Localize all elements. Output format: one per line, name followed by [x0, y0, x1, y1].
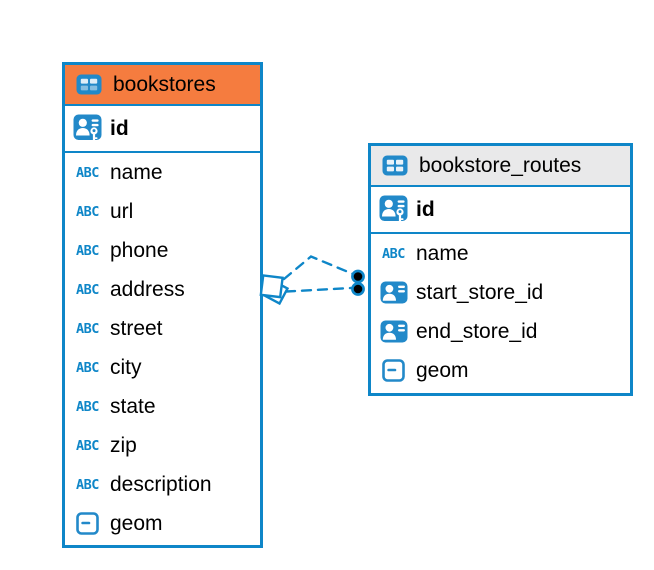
- primary-key-icon: [72, 114, 103, 143]
- column-row[interactable]: ABC street: [65, 309, 260, 348]
- table-title: bookstores: [113, 72, 216, 96]
- column-row[interactable]: geom: [65, 504, 260, 543]
- column-name: geom: [110, 511, 163, 535]
- text-type-icon: ABC: [382, 245, 405, 262]
- column-name: address: [110, 277, 185, 301]
- column-row[interactable]: end_store_id: [371, 312, 630, 351]
- column-name: city: [110, 355, 142, 379]
- geometry-type-icon: [378, 359, 409, 382]
- geometry-type-icon: [72, 512, 103, 535]
- column-name: name: [110, 160, 163, 184]
- column-name: id: [110, 116, 129, 140]
- column-row[interactable]: ABC phone: [65, 231, 260, 270]
- column-name: state: [110, 394, 156, 418]
- column-row[interactable]: ABC name: [65, 153, 260, 192]
- text-type-icon: ABC: [76, 437, 99, 454]
- relationship-connector-lower[interactable]: [284, 286, 353, 293]
- column-name: phone: [110, 238, 169, 262]
- column-row-pk[interactable]: id: [65, 106, 260, 153]
- column-name: name: [416, 241, 469, 265]
- reference-type-icon: [378, 320, 409, 343]
- column-name: zip: [110, 433, 137, 457]
- table-bookstore-routes-header[interactable]: bookstore_routes: [371, 146, 630, 187]
- column-row[interactable]: start_store_id: [371, 273, 630, 312]
- table-bookstores-header[interactable]: bookstores: [65, 65, 260, 106]
- column-name: street: [110, 316, 163, 340]
- column-name: url: [110, 199, 134, 223]
- column-name: id: [416, 197, 435, 221]
- table-title: bookstore_routes: [419, 153, 582, 177]
- relationship-target-dot-markers[interactable]: [351, 269, 365, 296]
- table-icon: [73, 74, 104, 95]
- column-row[interactable]: ABC name: [371, 234, 630, 273]
- column-name: geom: [416, 358, 469, 382]
- column-row[interactable]: ABC city: [65, 348, 260, 387]
- text-type-icon: ABC: [76, 281, 99, 298]
- text-type-icon: ABC: [76, 359, 99, 376]
- text-type-icon: ABC: [76, 320, 99, 337]
- table-bookstore-routes[interactable]: bookstore_routes id ABC: [368, 143, 633, 396]
- relationship-connector-upper[interactable]: [282, 255, 355, 281]
- relationship-source-diamond-marker[interactable]: [259, 274, 290, 306]
- text-type-icon: ABC: [76, 242, 99, 259]
- table-icon: [379, 155, 410, 176]
- reference-type-icon: [378, 281, 409, 304]
- column-row[interactable]: ABC zip: [65, 426, 260, 465]
- column-name: start_store_id: [416, 280, 544, 304]
- column-row-pk[interactable]: id: [371, 187, 630, 234]
- text-type-icon: ABC: [76, 164, 99, 181]
- text-type-icon: ABC: [76, 203, 99, 220]
- column-row[interactable]: ABC url: [65, 192, 260, 231]
- column-row[interactable]: geom: [371, 351, 630, 390]
- text-type-icon: ABC: [76, 398, 99, 415]
- column-row[interactable]: ABC state: [65, 387, 260, 426]
- primary-key-icon: [378, 195, 409, 224]
- column-name: end_store_id: [416, 319, 538, 343]
- column-name: description: [110, 472, 212, 496]
- table-bookstores[interactable]: bookstores id ABC: [62, 62, 263, 548]
- column-row[interactable]: ABC description: [65, 465, 260, 504]
- column-row[interactable]: ABC address: [65, 270, 260, 309]
- text-type-icon: ABC: [76, 476, 99, 493]
